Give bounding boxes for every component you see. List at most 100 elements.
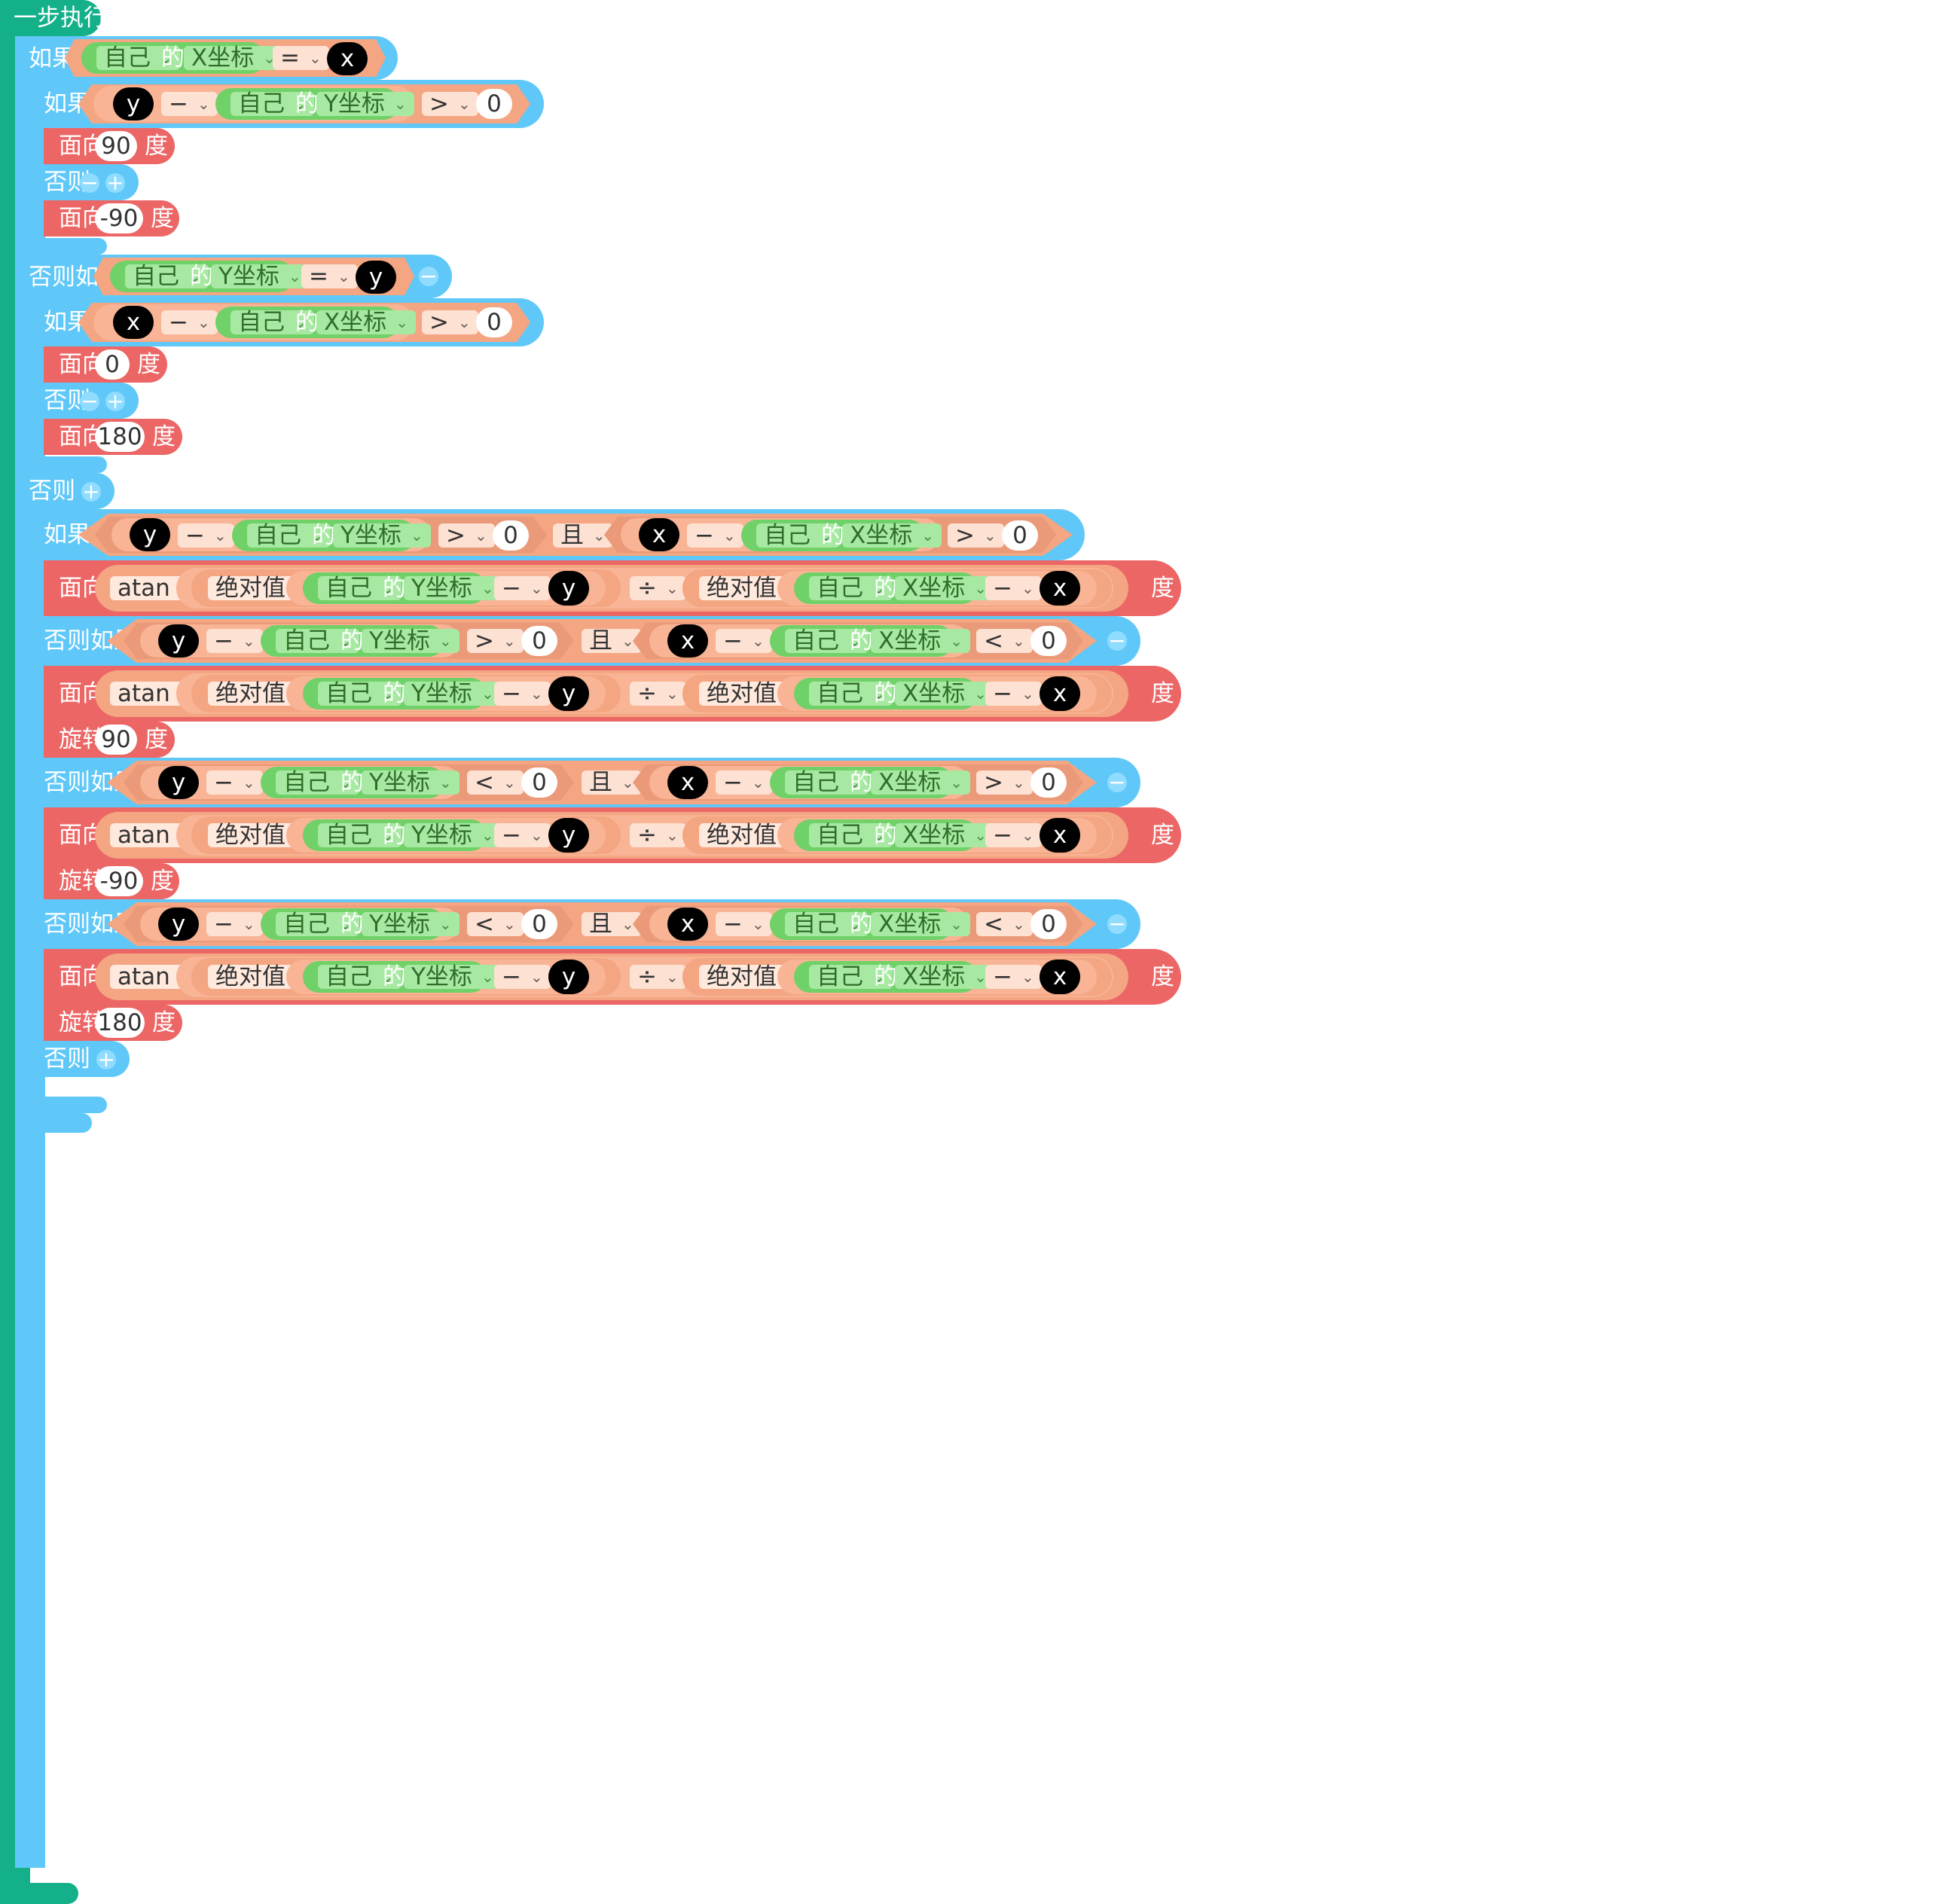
- operator-dropdown[interactable]: −⌄: [716, 629, 772, 653]
- var-y[interactable]: y: [548, 571, 589, 606]
- operator-dropdown[interactable]: −⌄: [206, 770, 263, 795]
- attribute-dropdown[interactable]: X坐标⌄: [184, 46, 284, 70]
- var-x[interactable]: x: [667, 766, 708, 799]
- number-input[interactable]: 0: [1002, 520, 1038, 551]
- operator-dropdown[interactable]: −⌄: [985, 823, 1042, 847]
- operator-dropdown[interactable]: <⌄: [467, 912, 524, 936]
- add-branch-button[interactable]: +: [96, 1047, 116, 1072]
- operator-dropdown[interactable]: <⌄: [976, 912, 1033, 936]
- self-dropdown[interactable]: 自己⌄: [276, 629, 359, 653]
- attribute-dropdown[interactable]: X坐标⌄: [895, 682, 995, 706]
- attribute-dropdown[interactable]: X坐标⌄: [842, 523, 942, 548]
- logic-dropdown[interactable]: 且⌄: [582, 770, 642, 795]
- attribute-dropdown[interactable]: X坐标⌄: [895, 823, 995, 847]
- attribute-dropdown[interactable]: X坐标⌄: [895, 965, 995, 989]
- self-dropdown[interactable]: 自己⌄: [756, 523, 840, 548]
- attribute-dropdown[interactable]: Y坐标⌄: [404, 682, 502, 706]
- operator-dropdown[interactable]: −⌄: [716, 912, 772, 936]
- operator-dropdown[interactable]: =⌄: [301, 264, 358, 288]
- remove-branch-button[interactable]: −: [80, 389, 99, 413]
- number-input[interactable]: 0: [1030, 626, 1067, 656]
- remove-branch-button[interactable]: −: [1107, 770, 1127, 795]
- var-x[interactable]: x: [667, 908, 708, 941]
- var-x[interactable]: x: [1040, 818, 1080, 853]
- var-y[interactable]: y: [548, 960, 589, 994]
- self-dropdown[interactable]: 自己⌄: [318, 965, 401, 989]
- operator-dropdown[interactable]: −⌄: [716, 770, 772, 795]
- var-x[interactable]: x: [327, 42, 368, 75]
- attribute-dropdown[interactable]: X坐标⌄: [895, 576, 995, 600]
- operator-dropdown[interactable]: <⌄: [976, 629, 1033, 653]
- var-x[interactable]: x: [1040, 960, 1080, 994]
- attribute-dropdown[interactable]: Y坐标⌄: [404, 823, 502, 847]
- operator-dropdown[interactable]: >⌄: [467, 629, 524, 653]
- operator-dropdown[interactable]: −⌄: [687, 523, 743, 548]
- var-y[interactable]: y: [356, 261, 396, 294]
- operator-dropdown[interactable]: ÷⌄: [630, 682, 686, 706]
- remove-branch-button[interactable]: −: [1107, 628, 1127, 653]
- operator-dropdown[interactable]: >⌄: [422, 92, 478, 116]
- add-branch-button[interactable]: +: [81, 479, 101, 504]
- attribute-dropdown[interactable]: X坐标⌄: [316, 310, 417, 334]
- operator-dropdown[interactable]: −⌄: [985, 576, 1042, 600]
- remove-branch-button[interactable]: −: [80, 170, 99, 195]
- operator-dropdown[interactable]: −⌄: [494, 823, 551, 847]
- self-dropdown[interactable]: 自己⌄: [231, 92, 314, 116]
- operator-dropdown[interactable]: −⌄: [985, 965, 1042, 989]
- number-input[interactable]: 0: [521, 767, 557, 798]
- operator-dropdown[interactable]: ÷⌄: [630, 965, 686, 989]
- self-dropdown[interactable]: 自己⌄: [318, 576, 401, 600]
- self-dropdown[interactable]: 自己⌄: [318, 682, 401, 706]
- number-input[interactable]: 90: [95, 725, 137, 755]
- number-input[interactable]: 0: [476, 307, 512, 337]
- self-dropdown[interactable]: 自己⌄: [809, 965, 893, 989]
- attribute-dropdown[interactable]: Y坐标⌄: [211, 264, 309, 288]
- self-dropdown[interactable]: 自己⌄: [231, 310, 314, 334]
- number-input[interactable]: 90: [95, 131, 137, 161]
- add-branch-button[interactable]: +: [105, 170, 125, 195]
- var-x[interactable]: x: [639, 518, 679, 551]
- attribute-dropdown[interactable]: Y坐标⌄: [362, 912, 459, 936]
- number-input[interactable]: 180: [95, 1008, 145, 1038]
- self-dropdown[interactable]: 自己⌄: [809, 576, 893, 600]
- operator-dropdown[interactable]: −⌄: [161, 92, 218, 116]
- number-input[interactable]: 0: [1030, 767, 1067, 798]
- number-input[interactable]: 180: [95, 422, 145, 452]
- remove-branch-button[interactable]: −: [1107, 911, 1127, 936]
- operator-dropdown[interactable]: −⌄: [494, 682, 551, 706]
- self-dropdown[interactable]: 自己⌄: [247, 523, 331, 548]
- operator-dropdown[interactable]: −⌄: [178, 523, 234, 548]
- attribute-dropdown[interactable]: X坐标⌄: [871, 770, 971, 795]
- operator-dropdown[interactable]: −⌄: [494, 576, 551, 600]
- var-x[interactable]: x: [1040, 571, 1080, 606]
- number-input[interactable]: 0: [521, 909, 557, 939]
- operator-dropdown[interactable]: =⌄: [273, 46, 329, 70]
- var-y[interactable]: y: [548, 818, 589, 853]
- self-dropdown[interactable]: 自己⌄: [785, 629, 869, 653]
- operator-dropdown[interactable]: >⌄: [976, 770, 1033, 795]
- var-x[interactable]: x: [113, 306, 154, 339]
- attribute-dropdown[interactable]: Y坐标⌄: [333, 523, 431, 548]
- var-y[interactable]: y: [130, 518, 170, 551]
- event-hat[interactable]: [0, 0, 101, 36]
- var-y[interactable]: y: [548, 676, 589, 711]
- var-y[interactable]: y: [158, 624, 199, 658]
- var-x[interactable]: x: [1040, 676, 1080, 711]
- number-input[interactable]: -90: [95, 203, 143, 233]
- self-dropdown[interactable]: 自己⌄: [276, 912, 359, 936]
- operator-dropdown[interactable]: −⌄: [494, 965, 551, 989]
- operator-dropdown[interactable]: <⌄: [467, 770, 524, 795]
- number-input[interactable]: 0: [476, 89, 512, 119]
- attribute-dropdown[interactable]: Y坐标⌄: [404, 965, 502, 989]
- attribute-dropdown[interactable]: X坐标⌄: [871, 912, 971, 936]
- var-y[interactable]: y: [158, 908, 199, 941]
- attribute-dropdown[interactable]: X坐标⌄: [871, 629, 971, 653]
- logic-dropdown[interactable]: 且⌄: [582, 912, 642, 936]
- self-dropdown[interactable]: 自己⌄: [276, 770, 359, 795]
- operator-dropdown[interactable]: −⌄: [206, 629, 263, 653]
- operator-dropdown[interactable]: >⌄: [422, 310, 478, 334]
- function-dropdown[interactable]: atan⌄: [110, 965, 200, 989]
- number-input[interactable]: 0: [521, 626, 557, 656]
- attribute-dropdown[interactable]: Y坐标⌄: [316, 92, 414, 116]
- operator-dropdown[interactable]: ÷⌄: [630, 576, 686, 600]
